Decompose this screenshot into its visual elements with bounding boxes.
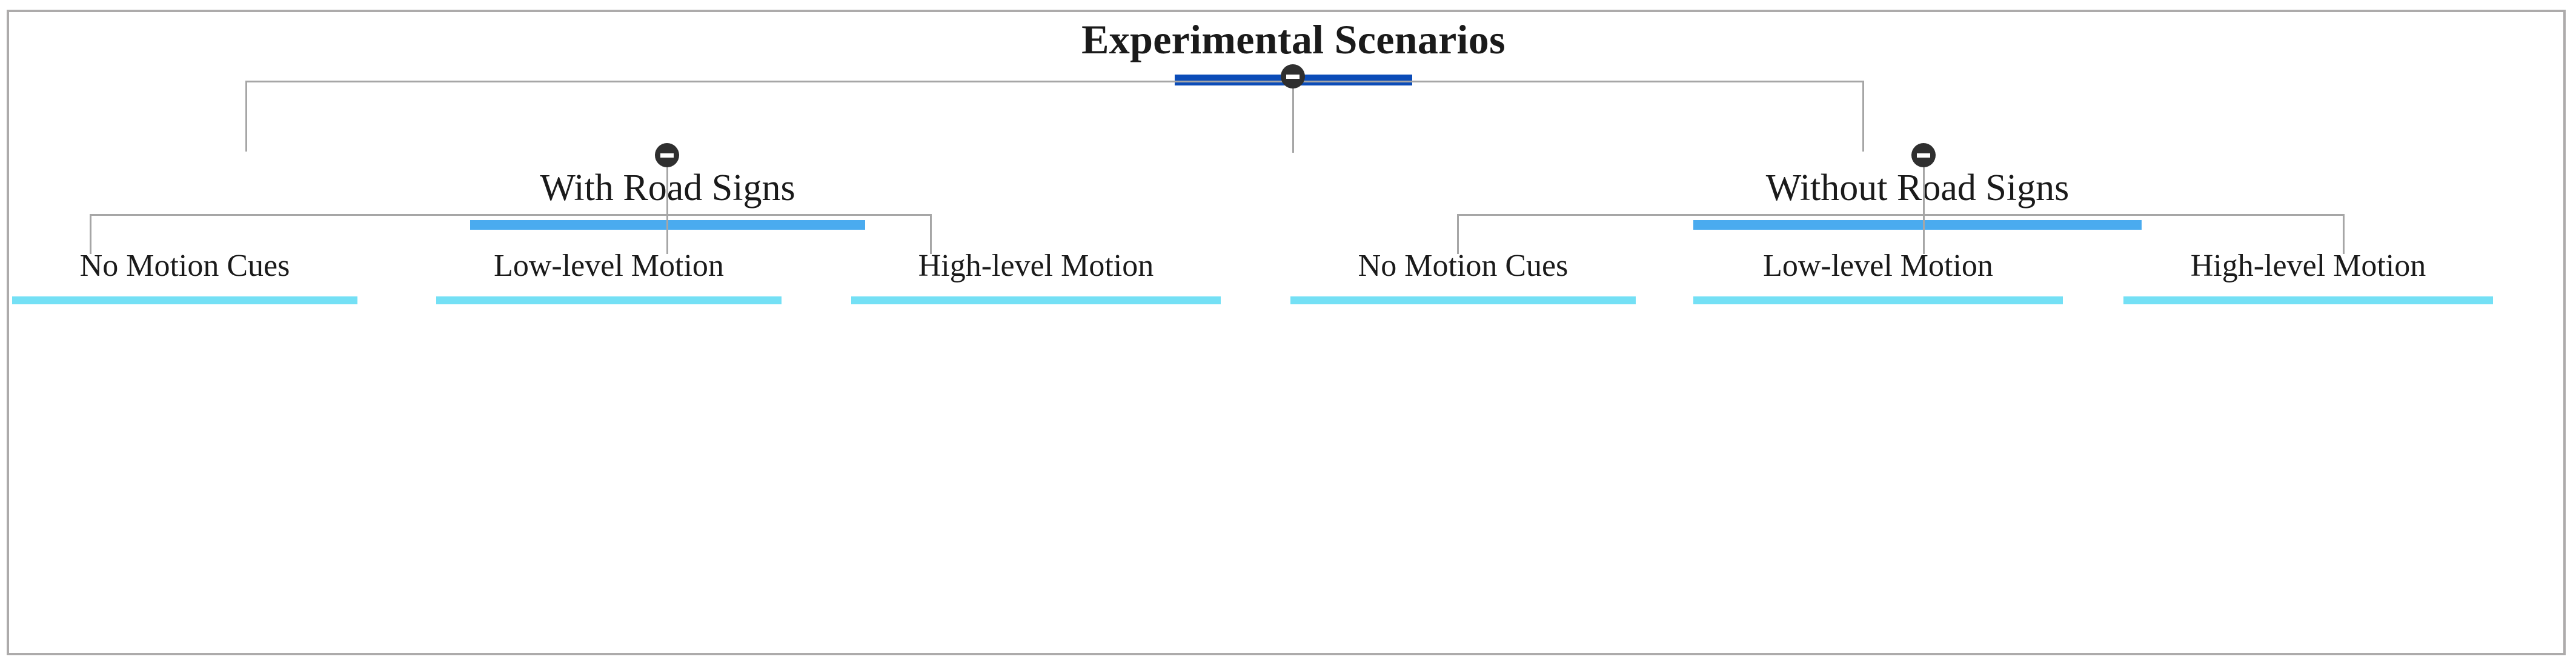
node-leaf-accent-bar: [436, 296, 782, 304]
node-leaf-label: No Motion Cues: [79, 249, 290, 283]
connector-drop-to-with-road-signs: [245, 81, 247, 152]
connector-drop-leaf-1: [90, 214, 91, 254]
node-leaf-low-level-motion-with-signs[interactable]: Low-level Motion: [385, 249, 833, 304]
node-leaf-label: Low-level Motion: [494, 249, 724, 283]
connector-without-road-signs-bus: [1457, 214, 2345, 216]
node-leaf-high-level-motion-with-signs[interactable]: High-level Motion: [812, 249, 1260, 304]
node-leaf-label: Low-level Motion: [1763, 249, 1993, 283]
connector-drop-leaf-3: [930, 214, 932, 254]
node-leaf-accent-bar: [2123, 296, 2493, 304]
node-leaf-no-motion-cues-with-signs[interactable]: No Motion Cues: [0, 249, 409, 304]
node-without-road-signs-label: Without Road Signs: [1765, 167, 2070, 209]
minus-circle-icon-without-road-signs[interactable]: [1911, 143, 1936, 167]
connector-drop-leaf-6: [2343, 214, 2345, 254]
minus-glyph: [1917, 153, 1930, 158]
node-leaf-no-motion-cues-without-signs[interactable]: No Motion Cues: [1239, 249, 1687, 304]
node-without-road-signs[interactable]: Without Road Signs: [1566, 167, 2269, 230]
node-leaf-accent-bar: [1693, 296, 2063, 304]
connector-drop-leaf-2: [666, 214, 668, 254]
node-without-road-signs-accent-bar: [1693, 220, 2142, 230]
connector-with-road-signs-bus: [90, 214, 932, 216]
connector-drop-leaf-4: [1457, 214, 1459, 254]
minus-glyph: [660, 153, 674, 158]
node-leaf-label: High-level Motion: [918, 249, 1154, 283]
minus-circle-icon-root[interactable]: [1281, 64, 1305, 89]
connector-with-road-signs-stem-lower: [666, 164, 668, 224]
connector-root-bus: [245, 81, 1864, 82]
node-leaf-label: High-level Motion: [2190, 249, 2426, 283]
node-leaf-accent-bar: [1290, 296, 1636, 304]
node-root-label: Experimental Scenarios: [1081, 16, 1505, 62]
minus-circle-icon-with-road-signs[interactable]: [655, 143, 679, 167]
node-leaf-high-level-motion-without-signs[interactable]: High-level Motion: [2084, 249, 2532, 304]
node-leaf-label: No Motion Cues: [1358, 249, 1569, 283]
node-leaf-accent-bar: [12, 296, 357, 304]
minus-glyph: [1286, 74, 1300, 79]
node-leaf-low-level-motion-without-signs[interactable]: Low-level Motion: [1654, 249, 2102, 304]
connector-without-road-signs-stem-lower: [1923, 164, 1925, 224]
connector-drop-leaf-5: [1923, 214, 1925, 254]
connector-root-stem-lower: [1292, 89, 1294, 153]
connector-drop-to-without-road-signs: [1862, 81, 1864, 152]
node-leaf-accent-bar: [851, 296, 1221, 304]
diagram-frame: Experimental Scenarios With Road Signs: [7, 10, 2566, 655]
